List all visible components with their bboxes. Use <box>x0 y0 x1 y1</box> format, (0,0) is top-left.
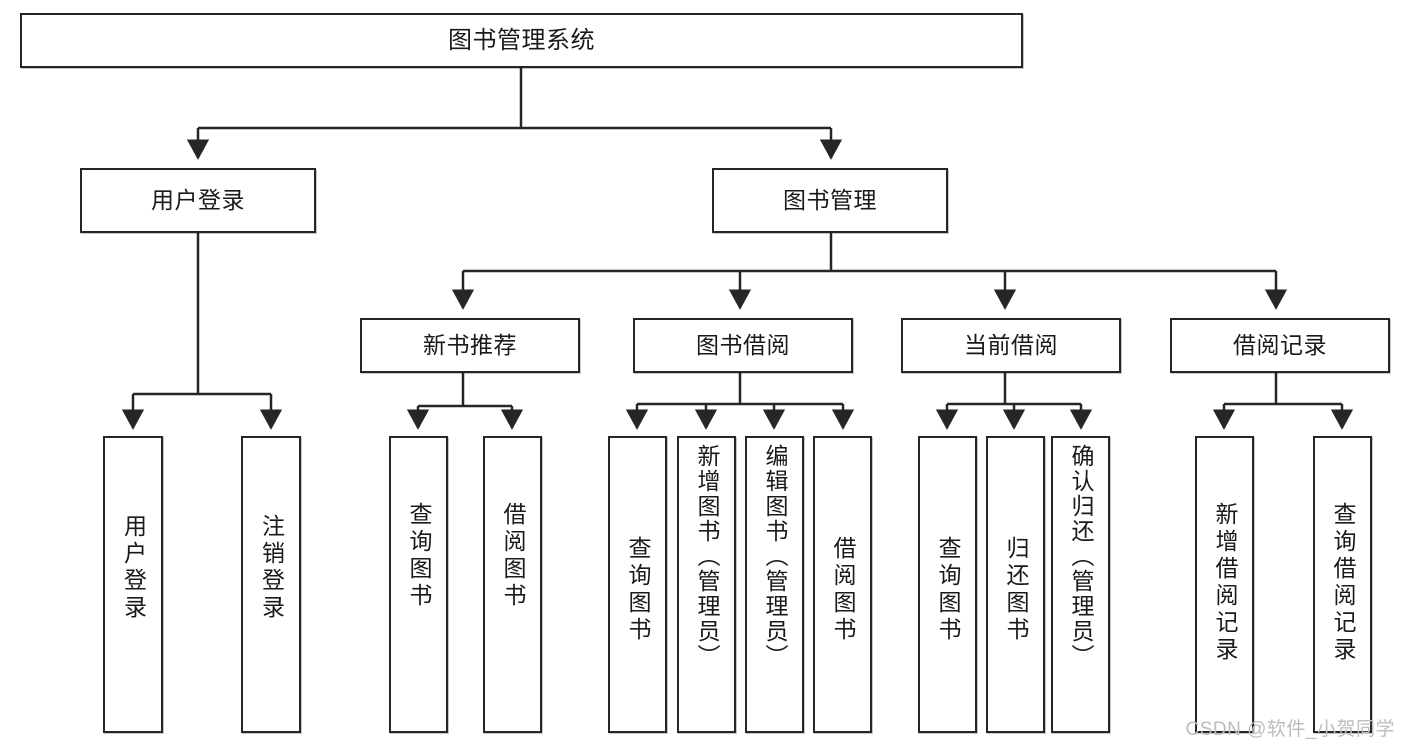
watermark-text: CSDN @软件_小贺同学 <box>1185 719 1395 740</box>
node-label: 图书管理系统 <box>448 26 595 54</box>
leaf-book-borrow-add-book-admin[interactable]: 新增图书（管理员） <box>677 436 736 733</box>
node-label: 借阅图书 <box>830 536 856 644</box>
leaf-current-borrow-return-books[interactable]: 归还图书 <box>986 436 1045 733</box>
leaf-current-borrow-query-books[interactable]: 查询图书 <box>918 436 977 733</box>
node-label: 编辑图书（管理员） <box>762 444 788 669</box>
node-label: 查询图书 <box>406 502 432 610</box>
leaf-new-book-query-books[interactable]: 查询图书 <box>389 436 448 733</box>
leaf-book-borrow-edit-book-admin[interactable]: 编辑图书（管理员） <box>745 436 804 733</box>
node-label: 新增图书（管理员） <box>694 444 720 669</box>
leaf-user-login-logout[interactable]: 注销登录 <box>241 436 301 733</box>
node-user-login[interactable]: 用户登录 <box>80 168 316 233</box>
leaf-new-book-borrow-books[interactable]: 借阅图书 <box>483 436 542 733</box>
node-label: 图书管理 <box>783 187 877 214</box>
node-current-borrow[interactable]: 当前借阅 <box>901 318 1121 373</box>
node-label: 用户登录 <box>120 514 147 622</box>
node-borrow-record[interactable]: 借阅记录 <box>1170 318 1390 373</box>
node-label: 查询借阅记录 <box>1330 502 1356 664</box>
node-label: 借阅记录 <box>1233 332 1327 359</box>
node-label: 图书借阅 <box>696 332 790 359</box>
node-label: 借阅图书 <box>500 502 526 610</box>
node-label: 归还图书 <box>1003 536 1029 644</box>
node-label: 用户登录 <box>151 187 245 214</box>
leaf-book-borrow-query-books[interactable]: 查询图书 <box>608 436 667 733</box>
leaf-book-borrow-borrow-books[interactable]: 借阅图书 <box>813 436 872 733</box>
leaf-borrow-record-query-record[interactable]: 查询借阅记录 <box>1313 436 1372 733</box>
node-root-book-management-system[interactable]: 图书管理系统 <box>20 13 1023 68</box>
node-book-management[interactable]: 图书管理 <box>712 168 948 233</box>
node-label: 查询图书 <box>625 536 651 644</box>
leaf-user-login-login[interactable]: 用户登录 <box>103 436 163 733</box>
node-book-borrow[interactable]: 图书借阅 <box>633 318 853 373</box>
node-label: 新增借阅记录 <box>1212 502 1238 664</box>
node-label: 注销登录 <box>258 514 285 622</box>
node-label: 查询图书 <box>935 536 961 644</box>
node-new-book-recommendation[interactable]: 新书推荐 <box>360 318 580 373</box>
node-label: 当前借阅 <box>964 332 1058 359</box>
leaf-current-borrow-confirm-return-admin[interactable]: 确认归还（管理员） <box>1051 436 1110 733</box>
node-label: 确认归还（管理员） <box>1068 444 1094 669</box>
leaf-borrow-record-add-record[interactable]: 新增借阅记录 <box>1195 436 1254 733</box>
node-label: 新书推荐 <box>423 332 517 359</box>
